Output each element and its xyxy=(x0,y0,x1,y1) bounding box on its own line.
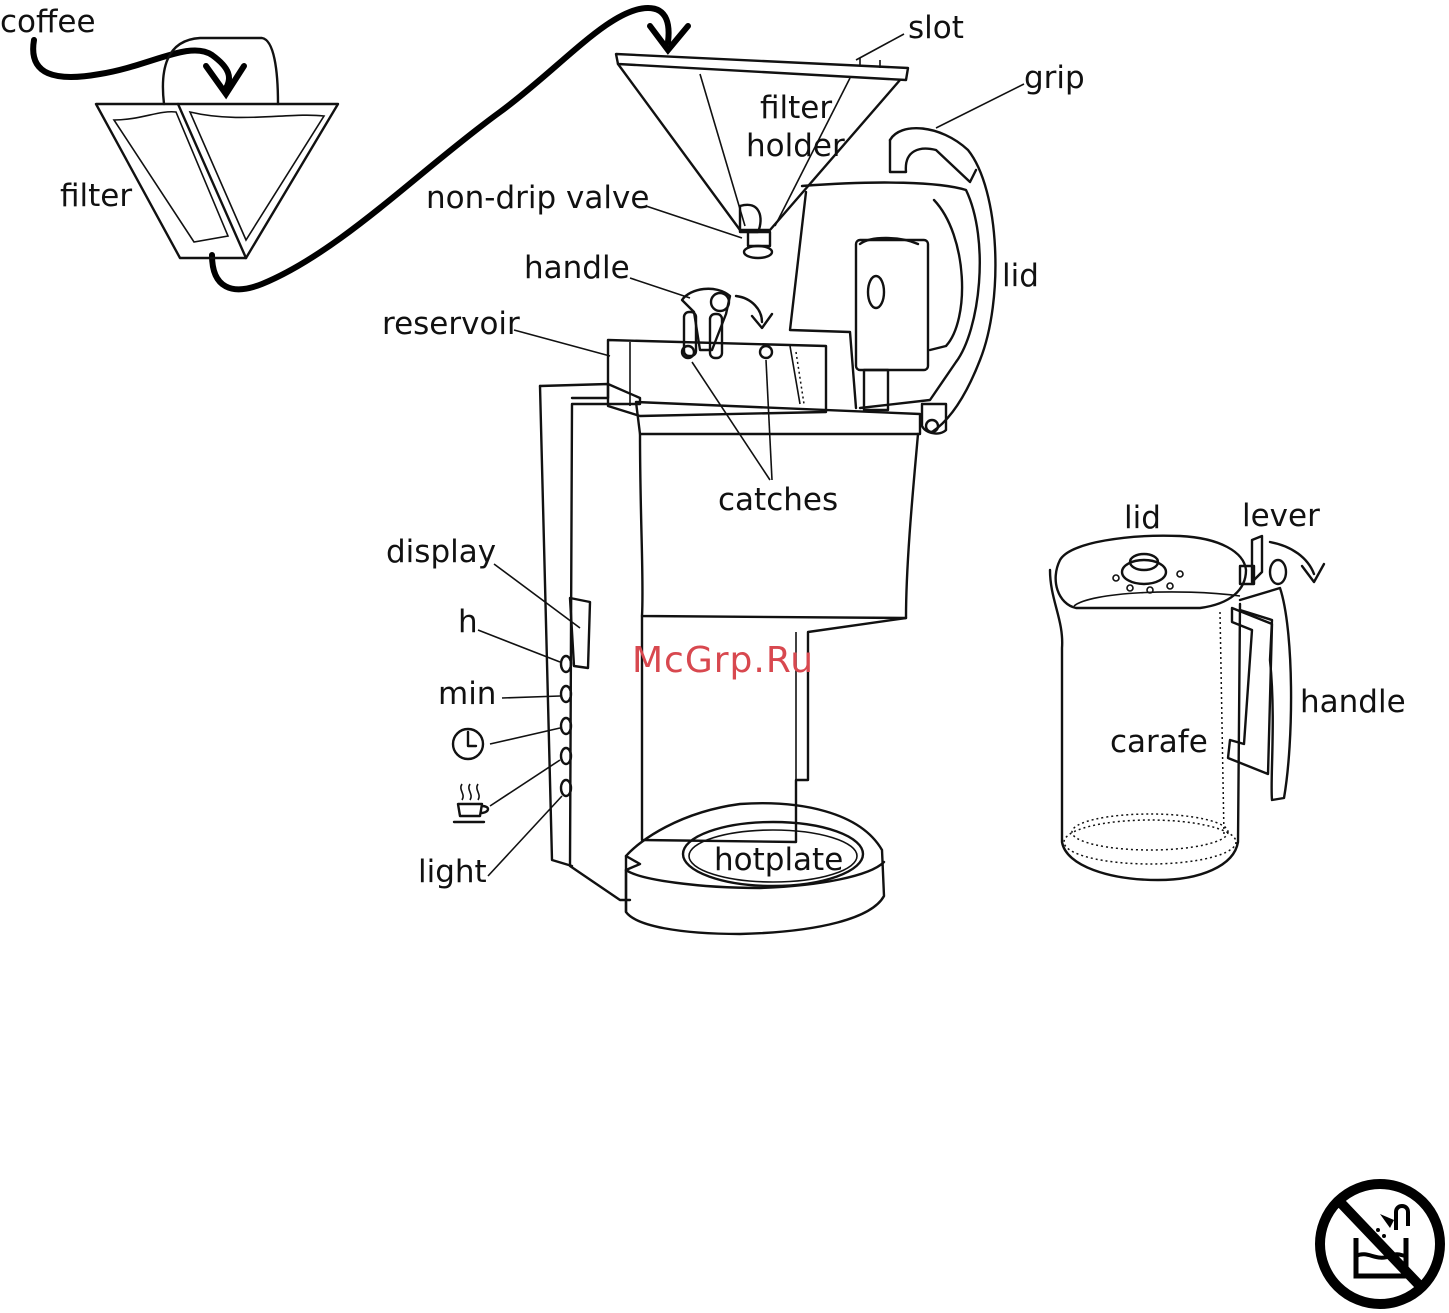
label-lid-machine: lid xyxy=(1002,258,1039,294)
label-coffee: coffee xyxy=(0,4,96,40)
paper-filter xyxy=(96,38,338,258)
machine-lid xyxy=(790,128,995,433)
label-light: light xyxy=(418,854,487,890)
label-min: min xyxy=(438,676,496,712)
label-lid-carafe: lid xyxy=(1124,500,1161,536)
no-immersion-icon xyxy=(1320,1184,1440,1304)
label-filter-holder-line1: filter xyxy=(760,90,832,126)
watermark: McGrp.Ru xyxy=(632,640,814,681)
label-h: h xyxy=(458,604,478,640)
label-lever: lever xyxy=(1242,498,1320,534)
label-grip: grip xyxy=(1024,60,1085,96)
label-handle-machine: handle xyxy=(524,250,630,286)
label-non-drip-valve: non-drip valve xyxy=(426,180,649,216)
label-filter-holder-line2: holder xyxy=(746,128,845,164)
clock-icon xyxy=(453,729,483,759)
label-hotplate: hotplate xyxy=(714,842,843,878)
carafe xyxy=(1050,536,1324,880)
label-filter: filter xyxy=(60,178,132,214)
coffee-cup-icon xyxy=(454,784,488,822)
label-display: display xyxy=(386,534,496,570)
label-slot: slot xyxy=(908,10,964,46)
label-carafe: carafe xyxy=(1110,724,1208,760)
label-catches: catches xyxy=(718,482,838,518)
labels: coffee filter slot filter holder grip no… xyxy=(0,4,1406,890)
flow-arrow xyxy=(33,8,688,289)
label-handle-carafe: handle xyxy=(1300,684,1406,720)
label-reservoir: reservoir xyxy=(382,306,520,342)
